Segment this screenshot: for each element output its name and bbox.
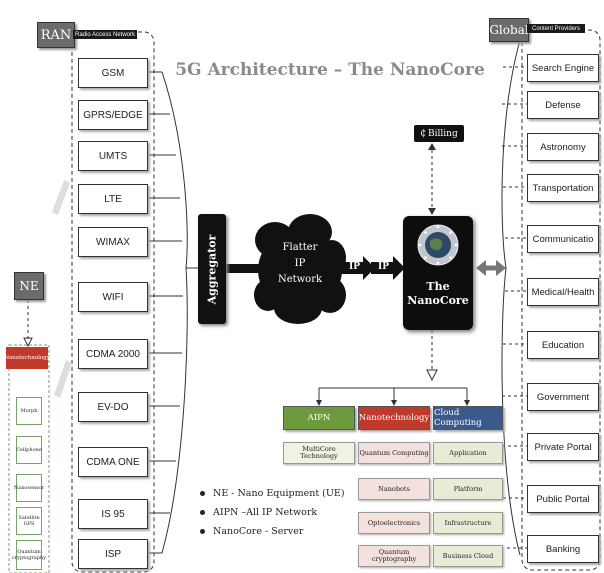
global-item-astronomy: Astronomy xyxy=(527,133,599,161)
global-tab: Global xyxy=(489,18,529,42)
legend-item-aipn: AIPN –All IP Network xyxy=(200,507,317,518)
ip-arrow-label-1: IP xyxy=(349,262,360,272)
billing-label: Billing xyxy=(428,128,458,139)
nano-cell-quantum-computing: Quantum Computing xyxy=(358,442,430,464)
ran-item-isp: ISP xyxy=(78,539,148,569)
cloud-cell-platform: Platform xyxy=(433,478,503,500)
column-header-nanotechnology: Nanotechnology xyxy=(358,406,430,430)
global-item-public-portal: Public Portal xyxy=(527,485,599,513)
global-item-medical-health: Medical/Health xyxy=(527,278,599,306)
legend-text: NanoCore - Server xyxy=(213,526,304,537)
ne-item-satellite-gps: Satellite GPS xyxy=(16,507,42,535)
ran-sublabel: Radio Access Network xyxy=(73,30,137,39)
nano-cell-quantum-cryptography: Quantum cryptography xyxy=(358,545,430,567)
cloud-cell-application: Application xyxy=(433,442,503,464)
cloud-line-1: Flatter xyxy=(282,242,318,253)
global-item-government: Government xyxy=(527,383,599,411)
ran-item-cdma2000: CDMA 2000 xyxy=(78,339,148,369)
column-header-cloud-computing: Cloud Computing xyxy=(433,406,503,430)
cloud-line-3: Network xyxy=(277,274,323,285)
nano-cell-nanobots: Nanobots xyxy=(358,478,430,500)
aggregator-box: Aggregator xyxy=(198,214,226,324)
cloud-cell-infrastructure: Infrastructure xyxy=(433,512,503,534)
nano-cell-optoelectronics: Optoelectronics xyxy=(358,512,430,534)
billing-box: ₵ Billing xyxy=(414,125,464,142)
global-sublabel: Content Providers xyxy=(527,24,585,33)
globe-porthole-icon xyxy=(417,224,459,266)
ran-item-cdma-one: CDMA ONE xyxy=(78,447,148,477)
ran-item-is95: IS 95 xyxy=(78,499,148,529)
legend-item-ne: NE - Nano Equipment (UE) xyxy=(200,488,345,499)
ne-item-quantum-cryptography: Quantum cryptography xyxy=(12,540,46,570)
ne-header: Nanotechnology xyxy=(4,347,50,369)
bullet-icon xyxy=(200,510,205,515)
global-item-banking: Banking xyxy=(527,535,599,563)
ran-tab: RAN xyxy=(37,22,75,48)
nanocore-line-2: NanoCore xyxy=(407,294,469,307)
ip-arrow-label-2: IP xyxy=(378,262,389,272)
ne-tab: NE xyxy=(14,272,44,300)
legend-item-nanocore: NanoCore - Server xyxy=(200,526,303,537)
ran-item-ev-do: EV-DO xyxy=(78,392,148,422)
nanocore-line-1: The xyxy=(426,280,450,293)
global-item-communication: Communicatio xyxy=(527,225,599,253)
ran-item-wimax: WIMAX xyxy=(78,227,148,257)
ne-item-morph: Morph xyxy=(16,397,42,425)
ran-item-gprs-edge: GPRS/EDGE xyxy=(78,100,148,130)
column-header-aipn: AIPN xyxy=(283,406,355,430)
aipn-cell-multicore: MultiCore Technology xyxy=(283,442,355,464)
bullet-icon xyxy=(200,529,205,534)
global-item-search-engine: Search Engine xyxy=(527,54,599,82)
nanocore-label: The NanoCore xyxy=(403,280,473,308)
ran-item-lte: LTE xyxy=(78,184,148,214)
nanocore-box: The NanoCore xyxy=(403,216,473,330)
legend-text: AIPN –All IP Network xyxy=(213,507,318,518)
ne-item-nanosensor: Nanosensor xyxy=(14,474,44,502)
global-item-private-portal: Private Portal xyxy=(527,433,599,461)
cloud-cell-business-cloud: Business Cloud xyxy=(433,545,503,567)
dollar-icon: ₵ xyxy=(420,128,427,139)
global-item-defense: Defense xyxy=(527,91,599,119)
cloud-line-2: IP xyxy=(294,258,306,269)
bullet-icon xyxy=(200,491,205,496)
flatter-ip-network-label: Flatter IP Network xyxy=(262,240,338,288)
ne-item-cellphone: Cellphone xyxy=(16,436,42,464)
global-item-transportation: Transportation xyxy=(527,174,599,202)
aggregator-label: Aggregator xyxy=(205,234,219,304)
global-item-education: Education xyxy=(527,331,599,359)
ran-item-umts: UMTS xyxy=(78,141,148,171)
legend-text: NE - Nano Equipment (UE) xyxy=(213,488,345,499)
ran-item-gsm: GSM xyxy=(78,58,148,88)
page-title: 5G Architecture – The NanoCore xyxy=(175,60,485,80)
ran-item-wifi: WIFI xyxy=(78,282,148,312)
